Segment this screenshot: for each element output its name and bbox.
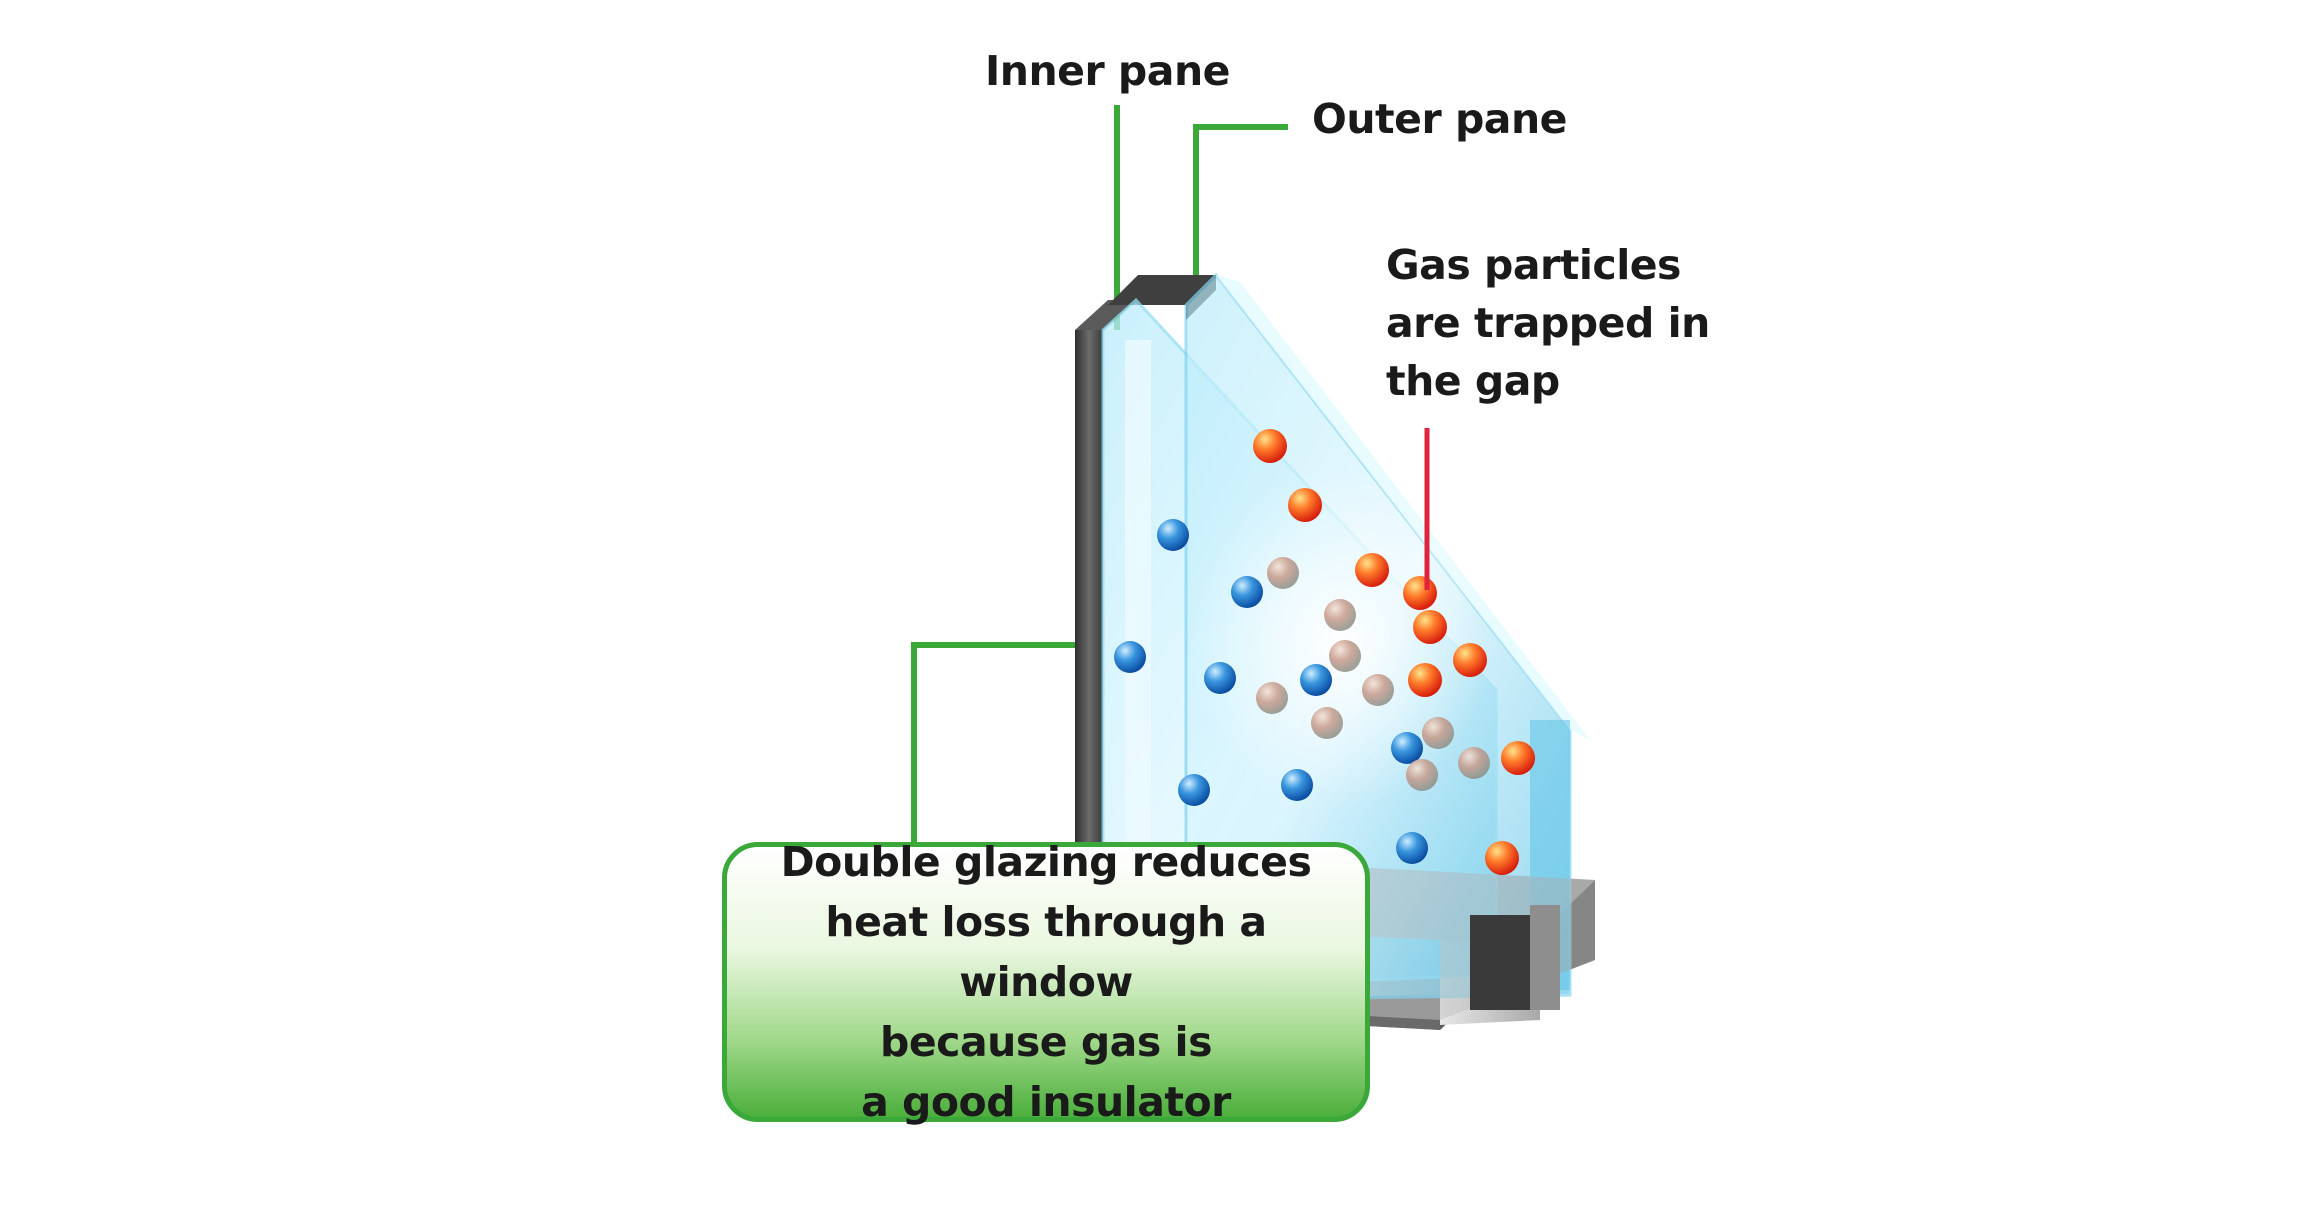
- caption-line: a good insulator: [861, 1078, 1231, 1126]
- cold-particle: [1281, 769, 1313, 801]
- hot-particle: [1403, 576, 1437, 610]
- mixed-particle: [1458, 747, 1490, 779]
- cold-particle: [1114, 641, 1146, 673]
- gas-label-line: Gas particles: [1386, 241, 1681, 289]
- outer-pane-leader: [1193, 124, 1288, 292]
- mixed-particle: [1324, 599, 1356, 631]
- cold-particle: [1178, 774, 1210, 806]
- cold-particle: [1396, 832, 1428, 864]
- hot-particle: [1453, 643, 1487, 677]
- hot-particle: [1413, 610, 1447, 644]
- caption-box: Double glazing reduces heat loss through…: [722, 838, 1370, 1126]
- gas-label-line: the gap: [1386, 357, 1560, 405]
- caption-leader: [911, 642, 1075, 842]
- hot-particle: [1288, 488, 1322, 522]
- hot-particle: [1355, 553, 1389, 587]
- hot-particle: [1501, 741, 1535, 775]
- mixed-particle: [1362, 674, 1394, 706]
- gas-label-line: are trapped in: [1386, 299, 1710, 347]
- hot-particle: [1253, 429, 1287, 463]
- inner-pane-label: Inner pane: [985, 47, 1230, 95]
- hot-particle: [1408, 663, 1442, 697]
- mixed-particle: [1256, 682, 1288, 714]
- gas-particles: [1114, 429, 1535, 875]
- cold-particle: [1204, 662, 1236, 694]
- caption-line: heat loss through a window: [825, 898, 1267, 1006]
- hot-particle: [1485, 841, 1519, 875]
- gas-particles-label: Gas particles are trapped in the gap: [1386, 236, 1716, 410]
- cold-particle: [1300, 664, 1332, 696]
- caption-text: Double glazing reduces heat loss through…: [727, 832, 1365, 1132]
- mixed-particle: [1329, 640, 1361, 672]
- outer-pane-label: Outer pane: [1312, 95, 1567, 143]
- caption-line: Double glazing reduces: [780, 838, 1312, 886]
- mixed-particle: [1267, 557, 1299, 589]
- cold-particle: [1157, 519, 1189, 551]
- cold-particle: [1391, 732, 1423, 764]
- cold-particle: [1231, 576, 1263, 608]
- mixed-particle: [1406, 759, 1438, 791]
- caption-line: because gas is: [880, 1018, 1212, 1066]
- mixed-particle: [1422, 717, 1454, 749]
- mixed-particle: [1311, 707, 1343, 739]
